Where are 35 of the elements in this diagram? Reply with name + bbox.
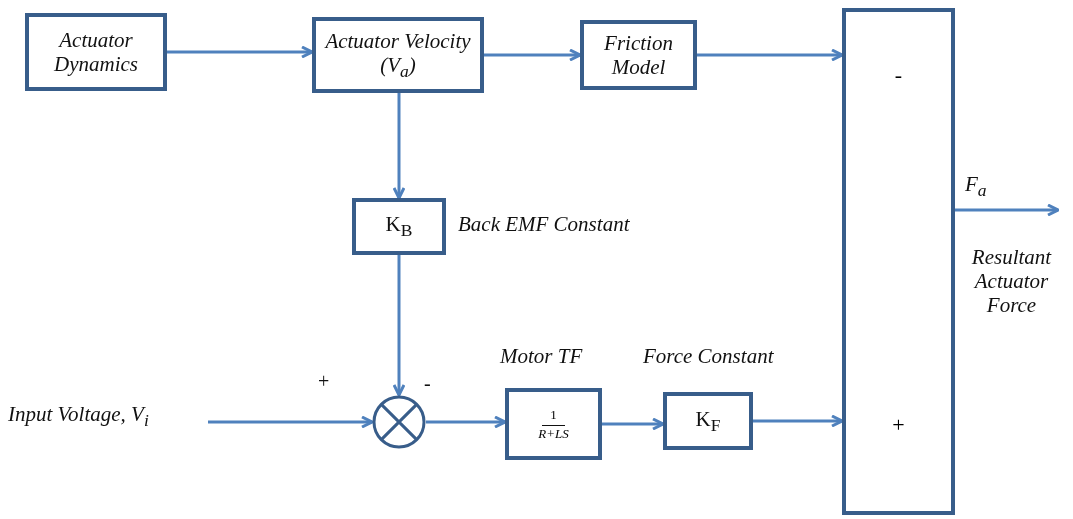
block-caption: Back EMF Constant: [458, 212, 630, 237]
block-caption: Motor TF: [500, 344, 583, 369]
input-label: Input Voltage, V$_{i}$: [8, 402, 149, 426]
sign-label: +: [891, 412, 906, 438]
arrow: [484, 48, 582, 62]
summation-box: [842, 8, 955, 515]
process-box: [25, 13, 167, 91]
process-box: [312, 17, 484, 93]
block-caption: Resultant Actuator Force: [970, 245, 1053, 318]
arrow: [753, 414, 844, 428]
sign-label: -: [424, 372, 431, 395]
arrow: [392, 255, 406, 397]
arrow: [392, 93, 406, 200]
gain-box: [663, 392, 753, 450]
block-label: K$_{B}$: [385, 212, 413, 241]
sign-label: -: [893, 62, 904, 88]
block-label: Actuator Dynamics: [53, 27, 139, 77]
transfer-function-box: [505, 388, 602, 460]
denominator: R+LS: [537, 425, 570, 442]
arrow: [955, 203, 1060, 217]
numerator: 1: [542, 406, 565, 426]
block-label: Actuator Velocity (V$_{a}$): [323, 28, 472, 82]
arrow: [602, 417, 665, 431]
arrow: [697, 48, 844, 62]
arrow: [208, 415, 374, 429]
process-box: [580, 20, 697, 90]
block-caption: Force Constant: [643, 344, 774, 369]
gain-box: [352, 198, 446, 255]
arrow: [426, 415, 507, 429]
arrow: [167, 45, 314, 59]
block-label: K$_{F}$: [695, 406, 721, 436]
sign-label: +: [318, 370, 330, 393]
block-label: Friction Model: [603, 30, 674, 80]
summing-junction: [372, 395, 426, 449]
edge-label: F$_{a}$: [965, 172, 987, 201]
